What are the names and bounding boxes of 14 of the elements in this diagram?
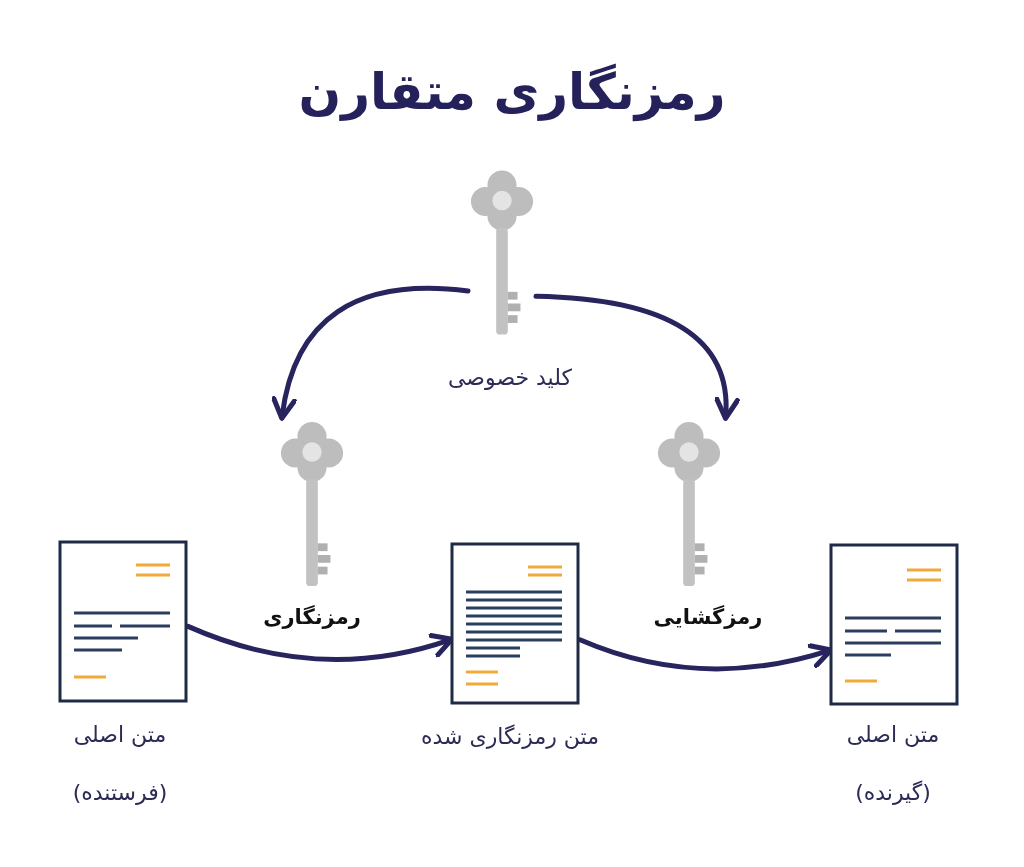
title: رمزنگاری متقارن [297, 62, 727, 124]
node-label: (گیرنده) [854, 779, 932, 807]
node-label: کلید خصوصی [447, 364, 573, 392]
node-label: (فرستنده) [71, 779, 169, 807]
curved-arrow [272, 286, 471, 421]
document-icon [829, 543, 959, 706]
edge-label: رمزنگاری [262, 604, 362, 631]
document-icon [58, 540, 188, 703]
node-label: متن اصلی [845, 721, 941, 749]
document-icon [450, 542, 580, 705]
node-label: متن رمزنگاری شده [420, 723, 600, 751]
edge-label: رمزگشایی [652, 604, 764, 631]
node-label: متن اصلی [72, 721, 168, 749]
curved-arrow [533, 293, 739, 421]
